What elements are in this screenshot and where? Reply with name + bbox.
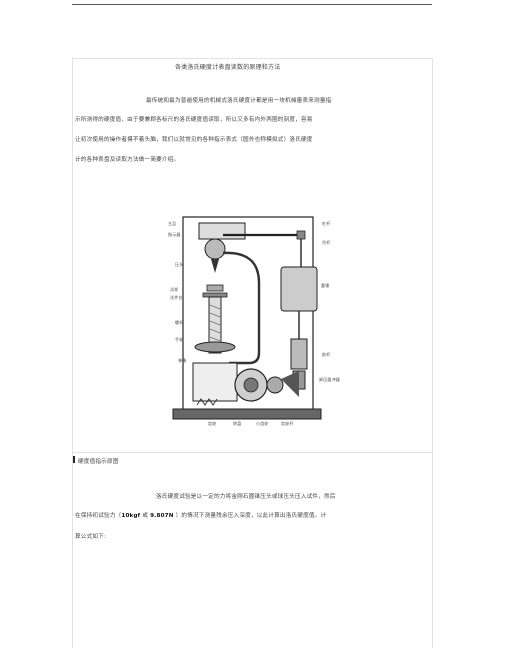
body-line-2: 在保持初试验力（10kgf 或 9.807N ）的情况下测量残余压入深度，以此计… <box>75 511 326 519</box>
body-line-2-pre: 在保持初试验力（ <box>75 513 122 519</box>
diagram-label: 卸压缓冲器 <box>319 377 340 382</box>
diagram-label: 主品 <box>168 221 177 226</box>
intro-line-3: 让初次使用的操作者摸不着头脑，我们以就常见的各种指示表式（圆外也称模拟式）洛氏硬… <box>75 137 313 143</box>
diagram-label: 试件台 <box>170 295 183 300</box>
intro-line-2: 示所测得的硬度值，由于要兼顾各标尺的洛氏硬度值读取，所以又多有内外两圈的刻度，容… <box>75 117 313 123</box>
header-rule <box>72 4 432 5</box>
intro-line-1: 最传统和最为普遍使用的机械式洛氏硬度计都是用一块机械量表来测量指 <box>146 98 332 104</box>
diagram-label: 齿轮 <box>208 421 217 426</box>
diagram-label: 小齿轮 <box>256 421 269 426</box>
figure-caption: 硬度值指示原图 <box>78 459 119 465</box>
diagram-label: 手轮 <box>175 337 184 342</box>
force-n: 9.807N <box>150 513 174 519</box>
diagram-label: 指示器 <box>168 232 181 237</box>
diagram-label: 重锤 <box>321 283 330 288</box>
caption-separator <box>72 452 433 453</box>
body-line-3: 算公式如下: <box>75 534 107 540</box>
body-line-2-or: 或 <box>140 513 151 519</box>
diagram-label: 弹簧 <box>178 358 187 363</box>
caption-marker <box>73 456 75 463</box>
intro-line-4: 计的各种表盘及读取方法做一简要介绍。 <box>75 157 180 163</box>
diagram-label: 齿轮杆 <box>281 421 294 426</box>
doc-title: 各类洛氏硬度计表盘读数的原理和方法 <box>175 64 281 71</box>
diagram-label: 试样 <box>170 287 179 292</box>
body-line-2-post: ）的情况下测量残余压入深度，以此计算出洛氏硬度值。计 <box>173 513 327 519</box>
diagram-label: 前杆 <box>322 352 331 357</box>
page-frame-top <box>72 58 433 59</box>
diagram-label: 杠杆 <box>322 221 331 226</box>
page-frame-right <box>432 58 433 648</box>
force-kgf: 10kgf <box>121 513 141 519</box>
diagram-label: 转盘 <box>233 421 242 426</box>
hardness-tester-diagram <box>172 216 322 420</box>
page-frame-left <box>72 58 73 648</box>
diagram-label: 压头 <box>175 262 184 267</box>
diagram-label: 吊杆 <box>322 240 331 245</box>
diagram-label: 螺杆 <box>175 320 184 325</box>
body-line-1: 洛氏硬度试验是以一定的力将金刚石圆锥压头或球压头压入试件，然后 <box>156 494 336 500</box>
